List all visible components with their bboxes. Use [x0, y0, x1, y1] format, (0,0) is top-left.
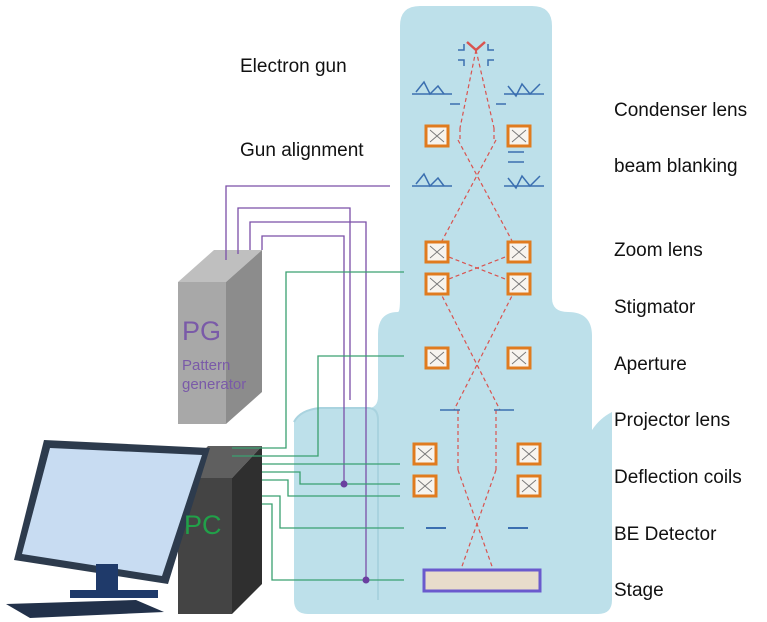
- gun-alignment-top-icon: [412, 80, 544, 98]
- pc-abbr: PC: [184, 510, 222, 540]
- label-stigmator: Stigmator: [614, 297, 696, 318]
- deflection-coil-2-right: [516, 474, 542, 498]
- pattern-generator-box: [178, 250, 262, 424]
- label-deflection-coils: Deflection coils: [614, 467, 742, 488]
- aperture-coil-right: [506, 346, 532, 370]
- pg-abbr: PG: [182, 316, 221, 346]
- label-projector-lens: Projector lens: [614, 410, 730, 431]
- label-stage: Stage: [614, 580, 664, 601]
- deflection-coil-1-left: [412, 442, 438, 466]
- label-beam-blanking: beam blanking: [614, 156, 738, 177]
- beam-blanking-plates-icon: [508, 151, 524, 163]
- monitor-icon: [6, 440, 210, 618]
- zoom-lens-coil-right: [506, 240, 532, 264]
- beam-paths: [435, 139, 519, 573]
- label-gun-alignment: Gun alignment: [240, 140, 364, 161]
- label-aperture: Aperture: [614, 354, 687, 375]
- gun-alignment-bottom-icon: [412, 172, 544, 190]
- stage-platform: [422, 568, 542, 593]
- label-condenser-lens: Condenser lens: [614, 100, 747, 121]
- stigmator-coil-left: [424, 272, 450, 296]
- condenser-lens-coil-right: [506, 124, 532, 148]
- pg-label-line2: generator: [182, 376, 246, 393]
- wire-junction-dot: [340, 480, 348, 488]
- stigmator-coil-right: [506, 272, 532, 296]
- pc-wires: [232, 271, 404, 581]
- zoom-lens-coil-left: [424, 240, 450, 264]
- column: [293, 6, 612, 614]
- pg-label-line1: Pattern: [182, 357, 230, 374]
- beam-upper: [459, 49, 495, 140]
- wire-junction-dot: [362, 576, 370, 584]
- label-be-detector: BE Detector: [614, 524, 717, 545]
- label-zoom-lens: Zoom lens: [614, 240, 703, 261]
- condenser-lens-coil-left: [424, 124, 450, 148]
- deflection-coil-1-right: [516, 442, 542, 466]
- pg-wires: [225, 185, 390, 580]
- deflection-coil-2-left: [412, 474, 438, 498]
- aperture-coil-left: [424, 346, 450, 370]
- label-electron-gun: Electron gun: [240, 56, 347, 77]
